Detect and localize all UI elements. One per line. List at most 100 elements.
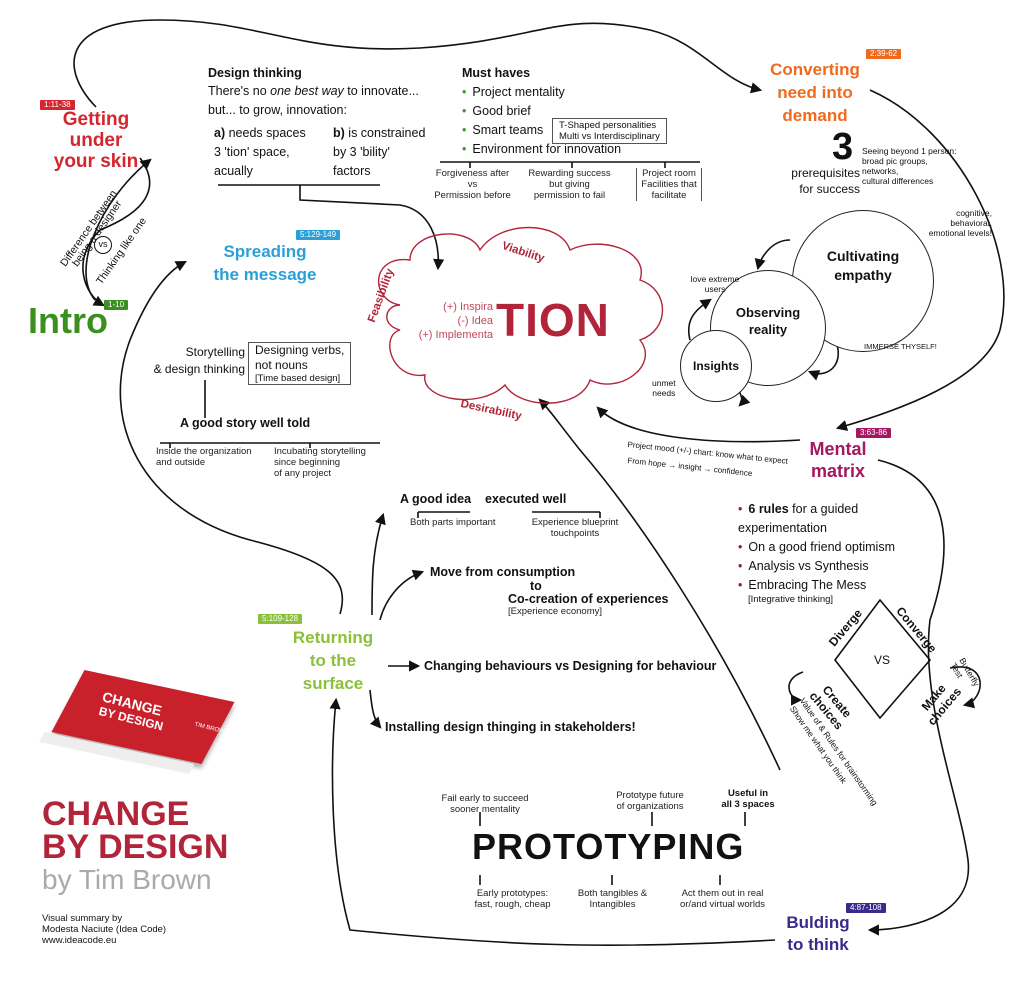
circle-insights: Insights <box>680 330 752 402</box>
line: Both tangibles & <box>577 888 648 899</box>
line: empathy <box>834 267 892 283</box>
chapter-building-to-think[interactable]: Bulding to think <box>772 912 864 956</box>
line: love extreme <box>690 274 740 284</box>
line: Observing <box>735 305 801 320</box>
mental-item: On a good friend optimism <box>738 538 938 557</box>
tion-prefixes: (+) Inspira (-) Idea (+) Implementa <box>408 300 493 342</box>
line: Fail early to succeed <box>441 793 529 804</box>
line: users <box>704 284 726 294</box>
text: is constrained <box>344 126 426 140</box>
t-shaped-line: Multi vs Interdisciplinary <box>559 131 660 142</box>
line: Useful in <box>727 788 769 799</box>
line: touchpoints <box>550 528 600 539</box>
design-thinking-line1: There's no one best way to innovate... <box>208 82 448 101</box>
must-have-item: Environment for innovation <box>462 140 702 159</box>
title-line: CHANGE <box>42 795 190 833</box>
immerse-note: IMMERSE THYSELF! <box>864 342 937 351</box>
line: Intangibles <box>589 899 636 910</box>
chapter-tag-getting: 1:11-38 <box>40 100 75 110</box>
mental-item: Analysis vs Synthesis <box>738 557 938 576</box>
line: vs <box>467 179 478 190</box>
credit-link[interactable]: www.ideacode.eu <box>42 935 117 946</box>
text: There's no <box>208 84 271 98</box>
b-line2: by 3 'bility' <box>333 145 390 159</box>
tion-word: TION <box>496 294 610 346</box>
chapter-tag-mental: 3:63-86 <box>856 428 892 438</box>
text-bold: 6 rules <box>748 502 789 516</box>
line: Facilities that <box>641 179 697 190</box>
line: & design thinking <box>153 362 245 376</box>
line: Incubating storytelling <box>274 446 366 457</box>
must-have-item: Good brief <box>462 102 702 121</box>
chapter-spreading-the-message[interactable]: Spreading the message <box>190 240 340 286</box>
t-shaped-bracket: T-Shaped personalities Multi vs Interdis… <box>552 118 667 144</box>
chapter-title-line: matrix <box>810 461 866 481</box>
line: prerequisites <box>791 166 860 180</box>
storytelling-label: Storytelling & design thinking <box>140 344 245 378</box>
prereq-text: prerequisites for success <box>770 165 860 197</box>
arrow-converting-to-mental <box>835 89 1005 431</box>
line: but giving <box>549 179 590 190</box>
tion-prefix: (+) Implementa <box>418 329 493 341</box>
must-haves-block: Must haves Project mentality Good brief … <box>462 64 702 159</box>
chapter-mental-matrix[interactable]: Mental matrix <box>796 438 880 482</box>
chapter-title-line: need into <box>777 83 853 102</box>
arrow-building-to-returning <box>329 697 776 946</box>
line: fast, rough, cheap <box>474 899 551 910</box>
line: Early prototypes: <box>476 888 549 899</box>
chapter-tag-spreading: 5:129-149 <box>296 230 341 240</box>
prereq-note: Seeing beyond 1 person:broad pic groups,… <box>862 146 957 186</box>
text: to innovate... <box>343 84 419 98</box>
experience-economy-note: [Experience economy] <box>508 606 602 617</box>
chapter-title-line: surface <box>302 674 364 693</box>
levels-note: cognitive,behavioral,emotional levels! <box>922 208 992 238</box>
chapter-getting-under-your-skin[interactable]: Getting under your skin <box>36 109 156 172</box>
line: Permission before <box>434 190 511 201</box>
chapter-title-line: Getting <box>62 109 130 130</box>
chapter-title-line: to think <box>787 935 849 954</box>
line: Storytelling <box>185 345 245 359</box>
arrow-mental-to-tion <box>596 406 801 443</box>
chapter-title-line: the message <box>213 265 317 284</box>
co-creation-label: Co-creation of experiences <box>508 592 669 606</box>
changing-behaviours-label: Changing behaviours vs Designing for beh… <box>424 659 717 673</box>
book-title: CHANGE BY DESIGN <box>42 795 228 864</box>
text: for a guided <box>788 502 859 516</box>
line: cognitive, <box>956 208 992 218</box>
chapter-title-line: your skin <box>53 151 139 172</box>
mental-item-continued: experimentation <box>738 521 827 535</box>
chapter-title-line: under <box>69 130 123 151</box>
design-thinking-a: a) needs spaces 3 'tion' space, acually <box>214 124 324 181</box>
chapter-tag-converting: 2:39-62 <box>866 49 902 59</box>
line: Inside the organization <box>156 446 252 457</box>
diamond-shape <box>833 598 932 720</box>
chapter-tag-returning: 5:109-128 <box>258 614 303 624</box>
arrow-design-to-tion <box>299 185 445 271</box>
arrow-intro-to-getting <box>85 158 152 301</box>
move-to-label: to <box>530 579 542 593</box>
book-author: by Tim Brown <box>42 864 212 895</box>
chapter-returning-to-the-surface[interactable]: Returning to the surface <box>278 626 388 695</box>
credit-line: Visual summary by <box>42 913 123 924</box>
chapter-title-line: Returning <box>292 628 374 647</box>
line: reality <box>748 322 788 337</box>
book-side-title: CHANGE <box>57 750 94 767</box>
chapter-converting-need-into-demand[interactable]: Converting need into demand <box>750 58 880 127</box>
line: Prototype future <box>616 790 684 801</box>
line: of any project <box>274 468 332 479</box>
line: broad pic groups, <box>862 156 928 166</box>
line: needs <box>652 388 676 398</box>
text: needs spaces <box>225 126 306 140</box>
credit-line: Modesta Naciute (Idea Code) <box>42 924 167 935</box>
chapter-intro[interactable]: Intro <box>28 300 108 341</box>
must-haves-title: Must haves <box>462 66 531 80</box>
must-have-item: Project mentality <box>462 83 702 102</box>
credits: Visual summary by Modesta Naciute (Idea … <box>42 913 166 946</box>
